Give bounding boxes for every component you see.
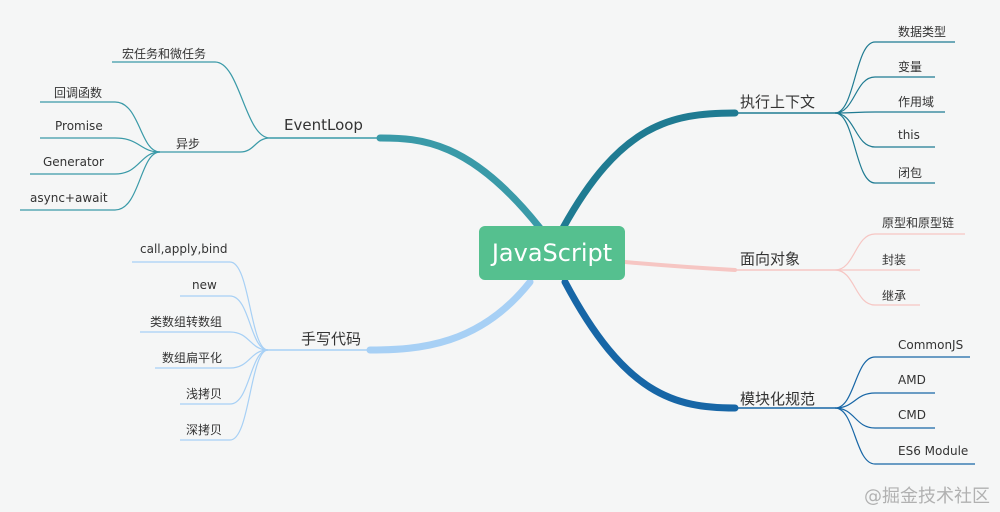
node-scope[interactable]: 作用域: [898, 95, 935, 109]
node-arraylike-to-array[interactable]: 类数组转数组: [150, 315, 223, 329]
branch-modules[interactable]: 模块化规范: [740, 390, 816, 408]
node-promise[interactable]: Promise: [55, 119, 103, 133]
node-generator[interactable]: Generator: [43, 155, 104, 169]
node-callback[interactable]: 回调函数: [54, 86, 103, 100]
node-variables[interactable]: 变量: [898, 60, 923, 74]
branch-handwritten[interactable]: 手写代码: [301, 330, 362, 348]
node-async[interactable]: 异步: [176, 137, 201, 151]
trunk-handwritten: [366, 278, 534, 354]
node-cmd[interactable]: CMD: [898, 408, 926, 422]
node-prototype-chain[interactable]: 原型和原型链: [882, 216, 955, 230]
modules-links: [834, 356, 975, 465]
trunk-modules: [561, 278, 739, 412]
trunk-context: [559, 109, 739, 232]
node-amd[interactable]: AMD: [898, 373, 926, 387]
context-links: [834, 41, 955, 184]
node-data-types[interactable]: 数据类型: [898, 25, 947, 39]
node-async-await[interactable]: async+await: [30, 191, 108, 205]
node-new[interactable]: new: [192, 278, 217, 292]
node-macro-micro[interactable]: 宏任务和微任务: [122, 47, 207, 61]
oop-links: [834, 233, 965, 306]
node-es6-module[interactable]: ES6 Module: [898, 444, 969, 458]
branch-eventloop[interactable]: EventLoop: [284, 116, 363, 134]
trunk-oop: [623, 260, 737, 272]
node-deep-copy[interactable]: 深拷贝: [186, 423, 223, 437]
branch-context[interactable]: 执行上下文: [740, 93, 816, 111]
handwritten-links: [132, 261, 269, 441]
trunk-eventloop: [376, 134, 544, 232]
node-shallow-copy[interactable]: 浅拷贝: [186, 387, 223, 401]
watermark: @掘金技术社区: [864, 486, 990, 507]
node-call-apply-bind[interactable]: call,apply,bind: [140, 242, 228, 256]
root-node[interactable]: JavaScript: [479, 226, 625, 280]
branch-oop[interactable]: 面向对象: [740, 250, 801, 268]
node-closure[interactable]: 闭包: [898, 166, 923, 180]
eventloop-links: [20, 61, 271, 211]
node-encapsulation[interactable]: 封装: [882, 253, 907, 267]
node-inheritance[interactable]: 继承: [882, 289, 907, 303]
node-array-flatten[interactable]: 数组扁平化: [162, 351, 223, 365]
node-this[interactable]: this: [898, 128, 920, 142]
node-commonjs[interactable]: CommonJS: [898, 338, 964, 352]
